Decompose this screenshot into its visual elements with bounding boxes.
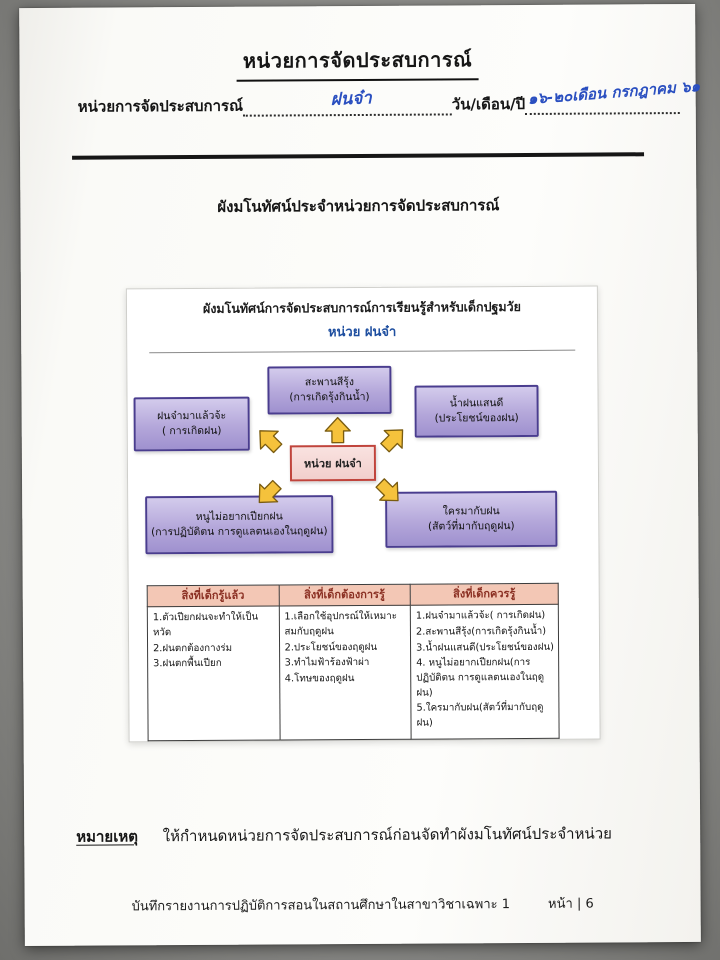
kwl-cell-known: 1.ตัวเปียกฝนจะทำให้เป็นหวัด 2.ฝนตกต้องกา… bbox=[147, 606, 280, 741]
kwl-should-item: 1.ฝนจ๋ามาแล้วจ้ะ( การเกิดฝน) bbox=[415, 610, 546, 622]
node-top-line1: สะพานสีรุ้ง bbox=[304, 375, 355, 389]
mindmap-node-top: สะพานสีรุ้ง (การเกิดรุ้งกินน้ำ) bbox=[267, 365, 392, 415]
node-bottom-left-line2: (การปฏิบัติตน การดูแลตนเองในฤดูฝน) bbox=[151, 525, 328, 539]
kwl-should-item: 5.ใครมากับฝน(สัตว์ที่มากับฤดูฝน) bbox=[416, 702, 544, 729]
note-text: ให้กำหนดหน่วยการจัดประสบการณ์ก่อนจัดทำผั… bbox=[162, 824, 612, 846]
mindmap-node-bottom-right: ใครมากับฝน (สัตว์ที่มากับฤดูฝน) bbox=[385, 490, 558, 548]
node-bottom-right-line1: ใครมากับฝน bbox=[442, 504, 500, 518]
note-line: หมายเหตุ ให้กำหนดหน่วยการจัดประสบการณ์ก่… bbox=[76, 822, 670, 848]
kwl-want-item: 3.ทำไมฟ้าร้องฟ้าผ่า bbox=[284, 657, 370, 669]
kwl-known-item: 3.ฝนตกพื้นเปียก bbox=[153, 658, 222, 670]
unit-form-line: หน่วยการจัดประสบการณ์ ฝนจ๋า วัน/เดือน/ปี… bbox=[77, 76, 701, 118]
document-title-text: หน่วยการจัดประสบการณ์ bbox=[236, 43, 479, 82]
node-left-line2: ( การเกิดฝน) bbox=[161, 424, 222, 438]
mindmap-title: ผังมโนทัศน์การจัดประสบการณ์การเรียนรู้สำ… bbox=[202, 299, 522, 316]
node-right-line2: (ประโยชน์ของฝน) bbox=[434, 412, 519, 425]
kwl-table: สิ่งที่เด็กรู้แล้ว สิ่งที่เด็กต้องการรู้… bbox=[147, 583, 560, 741]
unit-name-handwritten-value: ฝนจ๋า bbox=[330, 87, 373, 110]
kwl-want-item: 1.เลือกใช้อุปกรณ์ให้เหมาะสมกับฤดูฝน bbox=[284, 611, 398, 638]
footer-page-number: หน้า | 6 bbox=[547, 896, 594, 912]
kwl-should-item: 3.น้ำฝนแสนดี(ประโยชน์ของฝน) bbox=[416, 641, 554, 654]
note-label: หมายเหตุ bbox=[76, 827, 139, 846]
node-top-line2: (การเกิดรุ้งกินน้ำ) bbox=[289, 390, 370, 404]
node-right-line1: น้ำฝนแสนดี bbox=[449, 396, 504, 410]
node-left-line1: ฝนจ๋ามาแล้วจ้ะ bbox=[157, 409, 227, 423]
node-bottom-left-line1: หนูไม่อยากเปียกฝน bbox=[195, 510, 283, 523]
kwl-header-want: สิ่งที่เด็กต้องการรู้ bbox=[278, 584, 411, 607]
kwl-cell-should: 1.ฝนจ๋ามาแล้วจ้ะ( การเกิดฝน) 2.สะพานสีรุ… bbox=[410, 604, 560, 739]
arrow-down-left-icon bbox=[247, 472, 289, 514]
kwl-header-row: สิ่งที่เด็กรู้แล้ว สิ่งที่เด็กต้องการรู้… bbox=[147, 583, 559, 608]
kwl-header-known: สิ่งที่เด็กรู้แล้ว bbox=[147, 584, 279, 608]
unit-name-label: หน่วยการจัดประสบการณ์ bbox=[77, 96, 244, 116]
date-dotted-line: ๑๖-๒๐เดือน กรกฎาคม ๖๑ bbox=[524, 76, 701, 115]
node-bottom-right-line2: (สัตว์ที่มากับฤดูฝน) bbox=[427, 520, 515, 533]
horizontal-divider bbox=[72, 152, 645, 160]
kwl-body-row: 1.ตัวเปียกฝนจะทำให้เป็นหวัด 2.ฝนตกต้องกา… bbox=[147, 604, 560, 741]
document-paper: หน่วยการจัดประสบการณ์ หน่วยการจัดประสบกา… bbox=[19, 3, 701, 947]
document-title: หน่วยการจัดประสบการณ์ bbox=[19, 42, 695, 83]
footer: บันทึกรายงานการปฏิบัติการสอนในสถานศึกษาใ… bbox=[25, 892, 701, 917]
mindmap-center-node: หน่วย ฝนจ๋า bbox=[289, 444, 377, 482]
mindmap-node-bottom-left: หนูไม่อยากเปียกฝน (การปฏิบัติตน การดูแลต… bbox=[145, 495, 334, 555]
kwl-header-should: สิ่งที่เด็กควรรู้ bbox=[410, 583, 559, 606]
mindmap-node-left: ฝนจ๋ามาแล้วจ้ะ ( การเกิดฝน) bbox=[133, 396, 250, 452]
arrow-down-right-icon bbox=[368, 471, 410, 513]
footer-text: บันทึกรายงานการปฏิบัติการสอนในสถานศึกษาใ… bbox=[131, 897, 511, 915]
mindmap-subtitle: หน่วย ฝนจ๋า bbox=[327, 324, 397, 341]
mindmap-node-right: น้ำฝนแสนดี (ประโยชน์ของฝน) bbox=[414, 384, 539, 438]
arrow-up-left-icon bbox=[248, 418, 290, 460]
mindmap-card: ผังมโนทัศน์การจัดประสบการณ์การเรียนรู้สำ… bbox=[125, 285, 601, 743]
kwl-want-item: 2.ประโยชน์ของฤดูฝน bbox=[284, 641, 378, 654]
kwl-want-item: 4.โทษของฤดูฝน bbox=[284, 673, 355, 685]
kwl-known-item: 2.ฝนตกต้องกางร่ม bbox=[153, 642, 233, 654]
kwl-should-item: 4. หนูไม่อยากเปียกฝน(การปฏิบัติตน การดูแ… bbox=[416, 657, 545, 699]
arrow-up-right-icon bbox=[373, 418, 415, 460]
section-title: ผังมโนทัศน์ประจำหน่วยการจัดประสบการณ์ bbox=[217, 196, 500, 216]
arrow-up-icon bbox=[323, 415, 353, 445]
kwl-should-item: 2.สะพานสีรุ้ง(การเกิดรุ้งกินน้ำ) bbox=[415, 625, 547, 638]
date-label: วัน/เดือน/ปี bbox=[451, 94, 526, 113]
kwl-cell-want: 1.เลือกใช้อุปกรณ์ให้เหมาะสมกับฤดูฝน 2.ปร… bbox=[278, 605, 412, 740]
mindmap-divider bbox=[149, 349, 576, 354]
unit-name-dotted-line: ฝนจ๋า bbox=[242, 88, 452, 117]
kwl-known-item: 1.ตัวเปียกฝนจะทำให้เป็นหวัด bbox=[152, 611, 259, 639]
